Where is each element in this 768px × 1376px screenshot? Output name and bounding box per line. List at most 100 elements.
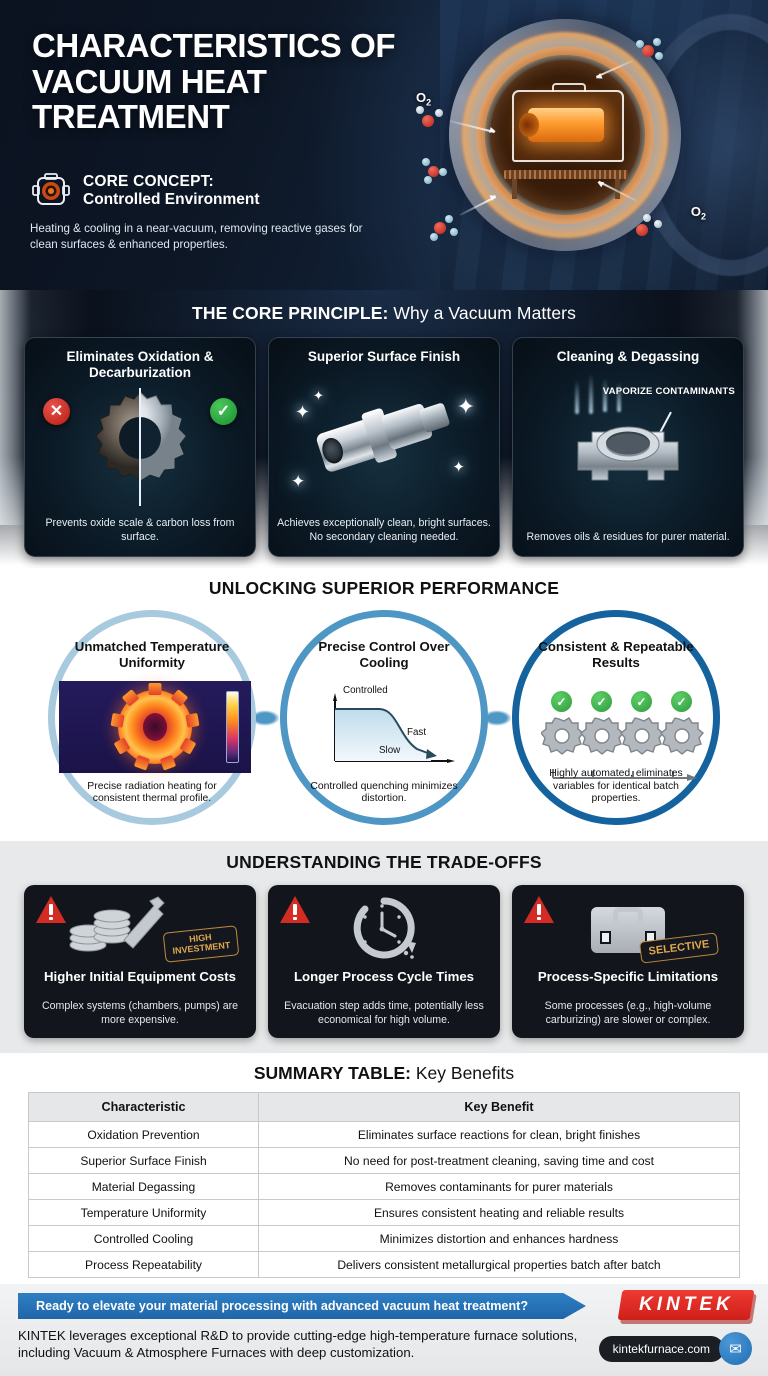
degassing-gear-illustration: VAPORIZE CONTAMINANTS <box>513 374 743 506</box>
check-icon-2: ✓ <box>591 691 612 712</box>
polished-shaft-illustration: ✦ ✦ ✦ ✦ ✦ <box>269 384 499 506</box>
performance-circle-caption: Controlled quenching minimizes distortio… <box>310 780 458 805</box>
performance-circle-title: Consistent & Repeatable Results <box>538 639 694 670</box>
furnace-hot-ring <box>476 46 654 224</box>
core-principle-heading: THE CORE PRINCIPLE: Why a Vacuum Matters <box>0 290 768 324</box>
chart-label-controlled: Controlled <box>343 685 388 696</box>
performance-circle-repeatable-results[interactable]: Consistent & Repeatable Results ✓ ✓ ✓ ✓ <box>512 610 720 825</box>
steam-icon-1 <box>575 380 579 414</box>
thermal-gear-icon <box>110 683 200 771</box>
table-row: Controlled Cooling Minimizes distortion … <box>28 1225 740 1252</box>
tradeoff-card-title: Higher Initial Equipment Costs <box>44 969 236 984</box>
tradeoff-card-title: Process-Specific Limitations <box>537 969 719 984</box>
circle-connector-1 <box>250 710 280 726</box>
core-concept-value: Controlled Environment <box>83 191 260 208</box>
sparkle-icon-3: ✦ <box>456 394 475 419</box>
molecule-icon-4 <box>636 38 672 66</box>
check-icon: ✓ <box>210 398 237 425</box>
hero-furnace-illustration: O2 O2 <box>408 8 706 286</box>
warning-icon <box>36 896 66 923</box>
table-cell-characteristic: Temperature Uniformity <box>28 1199 259 1226</box>
gear-split <box>81 388 199 506</box>
table-cell-characteristic: Controlled Cooling <box>28 1225 259 1252</box>
table-cell-benefit: Minimizes distortion and enhances hardne… <box>258 1225 740 1252</box>
performance-circle-title: Precise Control Over Cooling <box>318 639 450 670</box>
check-icon-4: ✓ <box>671 691 692 712</box>
table-row: Process Repeatability Delivers consisten… <box>28 1251 740 1278</box>
summary-heading: SUMMARY TABLE: Key Benefits <box>0 1061 768 1092</box>
core-concept-block: CORE CONCEPT: Controlled Environment Hea… <box>30 170 430 252</box>
o2-label-right: O2 <box>690 204 706 222</box>
coins-wrench-icon: HIGH INVESTMENT <box>24 893 256 965</box>
steam-icon-3 <box>603 378 607 412</box>
high-investment-tag: HIGH INVESTMENT <box>162 925 240 963</box>
core-concept-label: CORE CONCEPT: <box>83 172 214 190</box>
table-row: Material Degassing Removes contaminants … <box>28 1173 740 1200</box>
tradeoff-card-caption: Evacuation step adds time, potentially l… <box>284 1000 484 1027</box>
tradeoff-card-cycle-time[interactable]: Longer Process Cycle Times Evacuation st… <box>268 885 500 1038</box>
warning-icon <box>524 896 554 923</box>
cooling-curve-chart: Controlled Fast Slow <box>321 683 461 775</box>
o2-label-left: O2 <box>416 90 432 108</box>
toolbox-handle <box>613 907 643 923</box>
performance-circle-caption: Highly automated, eliminates variables f… <box>549 767 683 805</box>
chart-label-slow: Slow <box>379 745 401 756</box>
split-gear-illustration: ✕ ✓ <box>25 384 255 506</box>
principle-card-surface-finish[interactable]: Superior Surface Finish ✦ ✦ ✦ ✦ ✦ Achiev… <box>268 337 500 557</box>
principle-card-oxidation[interactable]: Eliminates Oxidation & Decarburization ✕… <box>24 337 256 557</box>
sparkle-icon-1: ✦ <box>295 402 311 422</box>
performance-section: UNLOCKING SUPERIOR PERFORMANCE Unmatched… <box>0 568 768 841</box>
website-url-pill[interactable]: kintekfurnace.com <box>598 1336 724 1362</box>
tradeoff-card-cost[interactable]: HIGH INVESTMENT Higher Initial Equipment… <box>24 885 256 1038</box>
tradeoff-card-caption: Complex systems (chambers, pumps) are mo… <box>41 1000 239 1027</box>
table-cell-benefit: Eliminates surface reactions for clean, … <box>258 1121 740 1148</box>
performance-circle-cooling-control[interactable]: Precise Control Over Cooling <box>280 610 488 825</box>
principle-card-degassing[interactable]: Cleaning & Degassing VAPORIZE CONTAMINAN… <box>512 337 744 557</box>
temperature-scale-bar <box>226 691 239 763</box>
toolbox-icon: SELECTIVE <box>512 893 744 965</box>
table-row: Superior Surface Finish No need for post… <box>28 1147 740 1174</box>
molecule-icon-3 <box>430 214 466 242</box>
page-title: CHARACTERISTICS OF VACUUM HEAT TREATMENT <box>32 27 396 136</box>
shaft-part <box>313 389 455 479</box>
table-cell-characteristic: Oxidation Prevention <box>28 1121 259 1148</box>
performance-heading: UNLOCKING SUPERIOR PERFORMANCE <box>208 578 560 598</box>
tradeoffs-heading: UNDERSTANDING THE TRADE-OFFS <box>226 852 542 872</box>
table-cell-benefit: Ensures consistent heating and reliable … <box>258 1199 740 1226</box>
table-cell-benefit: No need for post-treatment cleaning, sav… <box>258 1147 740 1174</box>
tradeoffs-card-list: HIGH INVESTMENT Higher Initial Equipment… <box>0 873 768 1038</box>
sparkle-icon-5: ✦ <box>291 472 306 491</box>
glowing-workpiece <box>519 108 604 142</box>
warning-icon <box>280 896 310 923</box>
principle-card-caption: Prevents oxide scale & carbon loss from … <box>45 517 235 544</box>
principle-card-caption: Achieves exceptionally clean, bright sur… <box>277 517 491 544</box>
core-principle-heading-bold: THE CORE PRINCIPLE: <box>192 303 389 323</box>
hero-section: CHARACTERISTICS OF VACUUM HEAT TREATMENT… <box>0 0 768 290</box>
table-header-row: Characteristic Key Benefit <box>28 1092 740 1122</box>
performance-circle-temperature-uniformity[interactable]: Unmatched Temperature Uniformity <box>48 610 256 825</box>
core-principle-heading-rest: Why a Vacuum Matters <box>388 303 576 323</box>
chart-label-fast: Fast <box>407 727 427 738</box>
footer-description: KINTEK leverages exceptional R&D to prov… <box>18 1328 578 1361</box>
sparkle-icon-4: ✦ <box>452 459 465 476</box>
core-concept-description: Heating & cooling in a near-vacuum, remo… <box>30 222 363 251</box>
performance-circle-caption: Precise radiation heating for consistent… <box>87 780 217 805</box>
performance-circle-title: Unmatched Temperature Uniformity <box>74 639 230 670</box>
steam-icon-4 <box>617 382 621 412</box>
table-cell-characteristic: Material Degassing <box>28 1173 259 1200</box>
gear-with-bore <box>572 418 684 494</box>
summary-table: Characteristic Key Benefit Oxidation Pre… <box>28 1092 740 1278</box>
table-cell-characteristic: Process Repeatability <box>28 1251 259 1278</box>
principle-card-title: Superior Surface Finish <box>307 349 461 364</box>
circle-connector-2 <box>482 710 512 726</box>
mail-icon[interactable]: ✉ <box>719 1332 752 1365</box>
tradeoff-card-caption: Some processes (e.g., high-volume carbur… <box>544 1000 712 1027</box>
tradeoff-card-title: Longer Process Cycle Times <box>293 969 475 984</box>
kintek-logo-text: KINTEK <box>638 1294 734 1315</box>
cross-icon: ✕ <box>43 398 70 425</box>
tradeoff-card-limitations[interactable]: SELECTIVE Process-Specific Limitations S… <box>512 885 744 1038</box>
repeatable-gears-illustration: ✓ ✓ ✓ ✓ <box>541 691 705 789</box>
cta-banner[interactable]: Ready to elevate your material processin… <box>18 1293 586 1319</box>
process-timeline-arrow <box>552 769 697 781</box>
